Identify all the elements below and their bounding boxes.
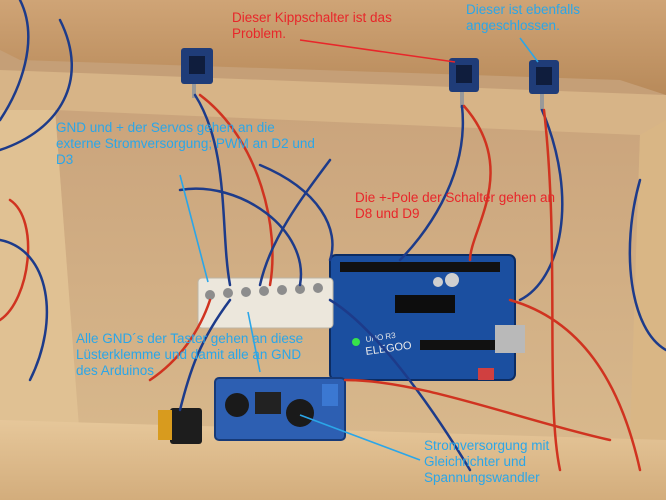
box-right-wall xyxy=(630,120,666,500)
power-module xyxy=(214,377,346,441)
toggle-switch-3 xyxy=(529,60,559,110)
board-model: UNO R3 xyxy=(365,331,397,344)
annotation-servo-power: GND und + der Servos gehen an die extern… xyxy=(56,120,315,167)
toggle-switch-1 xyxy=(181,48,213,98)
wires xyxy=(0,0,666,472)
annotation-ground-terminal: Alle GND´s der Taster gehen an diese Lüs… xyxy=(76,331,304,378)
annotation-second-switch: Dieser ist ebenfalls angeschlossen. xyxy=(466,2,581,33)
annotation-problem-switch: Dieser Kippschalter ist das Problem. xyxy=(232,10,392,41)
annotation-switch-poles: Die +-Pole der Schalter gehen an D8 und … xyxy=(355,190,556,221)
toggle-switch-2 xyxy=(449,58,479,108)
rectifier xyxy=(170,408,202,444)
rectifier-tape xyxy=(158,410,172,440)
box-left-wall xyxy=(0,110,80,470)
arduino-board: ELEGOO UNO R3 xyxy=(329,254,525,381)
terminal-block xyxy=(197,277,334,329)
annotation-arrows xyxy=(179,37,539,461)
box-lid xyxy=(0,0,666,95)
annotation-power-supply: Stromversorgung mit Gleichrichter und Sp… xyxy=(424,438,550,485)
